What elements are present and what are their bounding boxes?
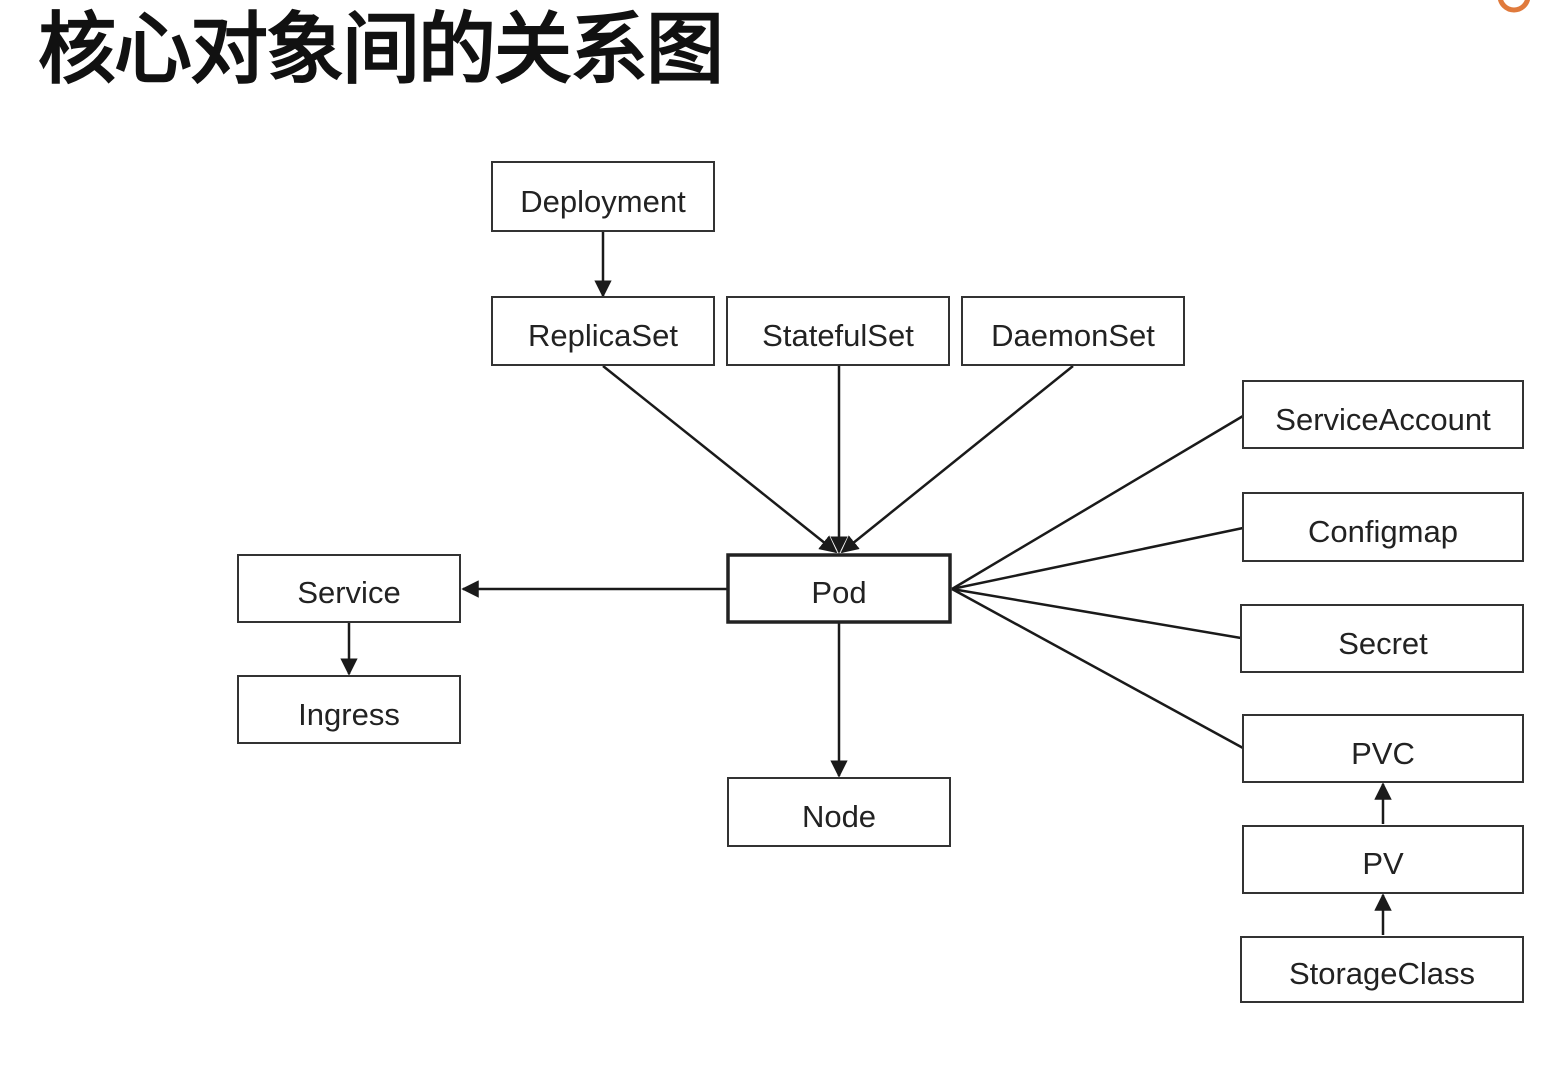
svg-text:Deployment: Deployment: [520, 184, 686, 219]
edge-pod-pvc: [951, 587, 1244, 750]
svg-text:Secret: Secret: [1338, 626, 1428, 661]
edges: [340, 232, 1392, 935]
node-node: Node: [727, 777, 951, 847]
node-storageclass: StorageClass: [1240, 936, 1524, 1003]
node-configmap: Configmap: [1242, 492, 1524, 562]
node-pod: Pod: [726, 553, 952, 624]
svg-text:Node: Node: [802, 799, 876, 834]
node-secret: Secret: [1240, 604, 1524, 673]
node-replicaset: ReplicaSet: [491, 296, 715, 366]
page-title: 核心对象间的关系图: [38, 5, 724, 95]
node-serviceaccount: ServiceAccount: [1242, 380, 1524, 449]
svg-text:ServiceAccount: ServiceAccount: [1275, 402, 1491, 437]
svg-text:Service: Service: [297, 575, 400, 610]
edge-pod-configmap: [951, 526, 1244, 591]
svg-text:StatefulSet: StatefulSet: [762, 318, 914, 353]
svg-text:StorageClass: StorageClass: [1289, 956, 1475, 991]
svg-text:Configmap: Configmap: [1308, 514, 1458, 549]
node-daemonset: DaemonSet: [961, 296, 1185, 366]
edge-pod-secret: [951, 587, 1242, 640]
brand-logo-icon: [1497, 0, 1531, 16]
node-statefulset: StatefulSet: [726, 296, 950, 366]
node-pv: PV: [1242, 825, 1524, 894]
node-ingress: Ingress: [237, 675, 461, 744]
node-service: Service: [237, 554, 461, 623]
edge-daemonset-pod: [840, 365, 1074, 554]
svg-text:ReplicaSet: ReplicaSet: [528, 318, 678, 353]
svg-text:DaemonSet: DaemonSet: [991, 318, 1155, 353]
edge-replicaset-pod: [602, 365, 838, 554]
svg-text:Pod: Pod: [811, 575, 866, 610]
svg-text:PV: PV: [1362, 846, 1404, 881]
svg-text:Ingress: Ingress: [298, 697, 400, 732]
edge-pod-serviceaccount: [951, 414, 1244, 591]
svg-text:PVC: PVC: [1351, 736, 1415, 771]
node-deployment: Deployment: [491, 161, 715, 232]
node-pvc: PVC: [1242, 714, 1524, 783]
